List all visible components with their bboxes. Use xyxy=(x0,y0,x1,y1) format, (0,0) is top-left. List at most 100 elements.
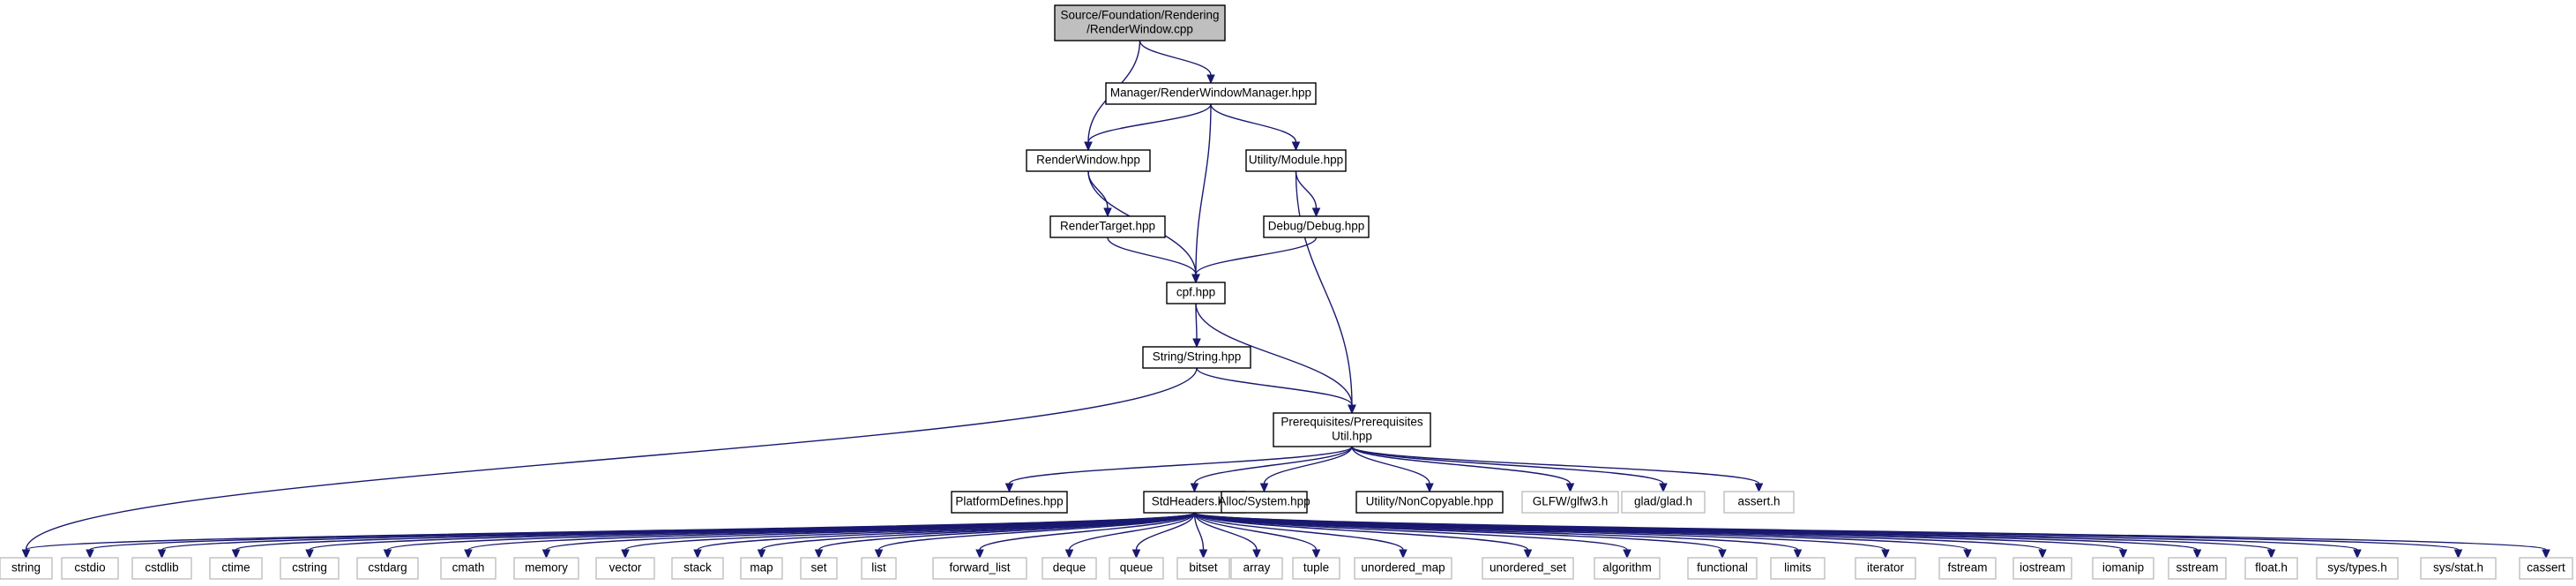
edge-arrowhead xyxy=(1131,549,1141,560)
node-label: forward_list xyxy=(949,561,1010,575)
edge-dbg-to-cpf xyxy=(1191,237,1318,284)
node-glad: glad/glad.h xyxy=(1621,491,1706,514)
edge-rw-to-rt xyxy=(1087,170,1112,218)
node-alloc[interactable]: Alloc/System.hpp xyxy=(1218,491,1310,514)
edge-line xyxy=(1193,512,1258,551)
edge-std-to-s_deque xyxy=(1064,512,1196,560)
edge-arrowhead xyxy=(1064,549,1074,560)
node-box xyxy=(280,557,340,580)
node-box xyxy=(595,557,655,580)
edge-std-to-s_array xyxy=(1193,512,1261,560)
edge-line xyxy=(1087,170,1109,209)
node-box xyxy=(1176,557,1230,580)
node-mod[interactable]: Utility/Module.hpp xyxy=(1245,149,1347,172)
edge-line xyxy=(1196,367,1353,406)
node-rt[interactable]: RenderTarget.hpp xyxy=(1049,215,1166,238)
node-root[interactable]: Source/Foundation/Rendering/RenderWindow… xyxy=(1054,4,1226,41)
node-label: Source/Foundation/Rendering xyxy=(1060,9,1219,22)
edge-arrowhead xyxy=(1311,549,1321,560)
edge-line xyxy=(1195,303,1353,406)
node-cpf[interactable]: cpf.hpp xyxy=(1166,282,1226,304)
node-box xyxy=(0,557,53,580)
node-box xyxy=(1230,557,1283,580)
node-s_sstream: sstream xyxy=(2168,557,2227,580)
edge-arrowhead xyxy=(1399,549,1407,560)
edge-line xyxy=(1210,103,1297,143)
edge-arrowhead xyxy=(231,549,241,560)
node-glfw: GLFW/glfw3.h xyxy=(1521,491,1619,514)
node-label: unordered_set xyxy=(1490,561,1566,575)
node-label: Debug/Debug.hpp xyxy=(1268,220,1365,233)
edge-pre-to-asrt xyxy=(1351,446,1764,493)
edge-arrowhead xyxy=(1198,549,1208,560)
edge-pre-to-std xyxy=(1190,446,1353,493)
node-label: list xyxy=(871,561,886,575)
node-label: iterator xyxy=(1867,561,1905,575)
edge-line xyxy=(1008,446,1353,485)
edge-root-to-rwm xyxy=(1139,40,1215,85)
node-s_fstream: fstream xyxy=(1938,557,1997,580)
edge-arrowhead xyxy=(1523,549,1533,560)
node-pdef[interactable]: PlatformDefines.hpp xyxy=(951,491,1068,514)
edge-arrowhead xyxy=(21,549,31,560)
edge-arrowhead xyxy=(1754,483,1764,493)
node-s_iomanip: iomanip xyxy=(2092,557,2154,580)
node-label: StdHeaders.hpp xyxy=(1152,495,1238,508)
node-s_forward_list: forward_list xyxy=(932,557,1027,580)
edge-arrowhead xyxy=(1190,483,1199,493)
node-label: functional xyxy=(1697,561,1748,575)
edge-line xyxy=(1193,512,1205,551)
node-label: Alloc/System.hpp xyxy=(1218,495,1310,508)
node-label: fstream xyxy=(1947,561,1987,575)
edge-mod-to-dbg xyxy=(1295,170,1321,218)
edge-arrowhead xyxy=(1206,74,1215,85)
node-box xyxy=(1245,149,1347,172)
node-box xyxy=(932,557,1027,580)
edge-arrowhead xyxy=(814,549,824,560)
node-label: iomanip xyxy=(2102,561,2144,575)
node-s_memory: memory xyxy=(513,557,579,580)
edge-arrowhead xyxy=(2038,549,2047,560)
edge-line xyxy=(1295,170,1353,406)
node-s_deque: deque xyxy=(1042,557,1097,580)
node-dbg[interactable]: Debug/Debug.hpp xyxy=(1263,215,1370,238)
edge-arrowhead xyxy=(1252,549,1261,560)
edge-arrowhead xyxy=(1103,207,1112,218)
node-rw[interactable]: RenderWindow.hpp xyxy=(1026,149,1151,172)
edge-arrowhead xyxy=(1425,483,1434,493)
node-box xyxy=(1687,557,1758,580)
node-s_cstdarg: cstdarg xyxy=(356,557,419,580)
node-box xyxy=(1521,491,1619,514)
edge-arrowhead xyxy=(2453,549,2463,560)
node-label: assert.h xyxy=(1737,495,1780,508)
node-rwm[interactable]: Manager/RenderWindowManager.hpp xyxy=(1105,82,1317,105)
node-label: deque xyxy=(1053,561,1086,575)
edge-arrowhead xyxy=(2266,549,2276,560)
node-str[interactable]: String/String.hpp xyxy=(1142,346,1251,369)
edge-std-to-s_list xyxy=(874,512,1196,560)
edge-arrowhead xyxy=(1623,549,1631,560)
node-s_set: set xyxy=(800,557,838,580)
node-box xyxy=(1770,557,1826,580)
edge-pre-to-pdef xyxy=(1004,446,1353,493)
node-s_list: list xyxy=(861,557,897,580)
edge-line xyxy=(1193,512,1529,551)
node-label: Util.hpp xyxy=(1332,430,1372,443)
edge-line xyxy=(1351,446,1760,485)
node-s_stack: stack xyxy=(671,557,724,580)
edge-line xyxy=(309,512,1196,551)
edge-arrowhead xyxy=(1659,483,1668,493)
node-noncopy[interactable]: Utility/NonCopyable.hpp xyxy=(1355,491,1504,514)
node-asrt: assert.h xyxy=(1723,491,1795,514)
edge-arrowhead xyxy=(874,549,884,560)
node-box xyxy=(1166,282,1226,304)
edge-line xyxy=(1295,170,1318,209)
edge-arrowhead xyxy=(464,549,473,560)
node-label: cassert xyxy=(2527,561,2565,575)
edge-line xyxy=(1193,512,2199,551)
edge-line xyxy=(1263,446,1353,485)
node-box xyxy=(1273,412,1431,447)
edge-arrowhead xyxy=(2118,549,2128,560)
edge-arrowhead xyxy=(1084,141,1093,152)
